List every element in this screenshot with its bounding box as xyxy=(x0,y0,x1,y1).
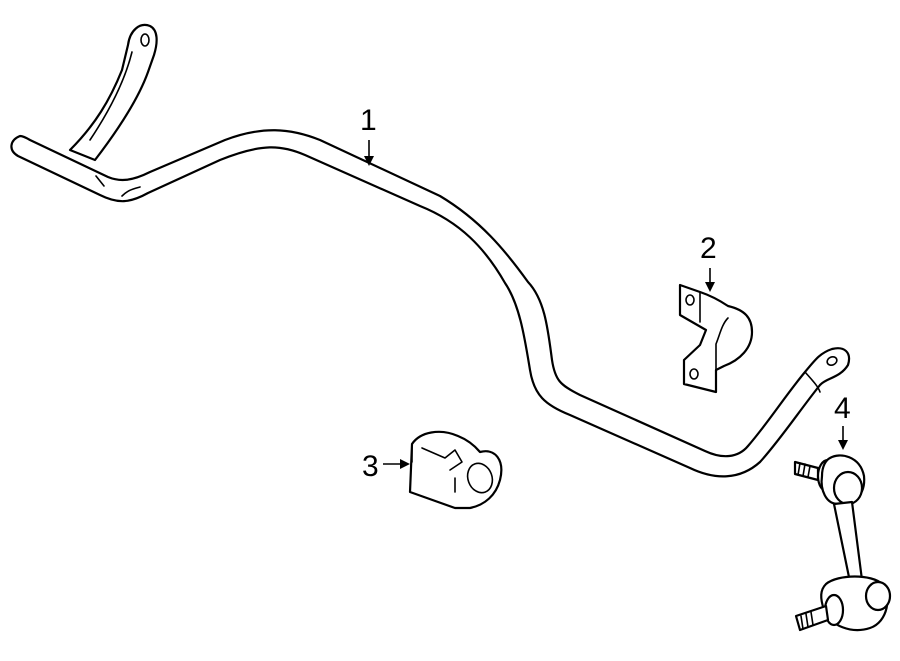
link-upper-thread xyxy=(797,462,811,478)
bushing-bore xyxy=(466,462,494,494)
callout-4: 4 xyxy=(834,392,851,450)
bushing-top xyxy=(411,443,463,471)
callout-1: 1 xyxy=(360,104,377,166)
stabilizer-bar[interactable] xyxy=(10,23,851,478)
callout-4-arrow xyxy=(838,440,848,450)
callout-3: 3 xyxy=(362,450,410,483)
callout-1-arrow xyxy=(364,156,374,166)
bushing-body xyxy=(408,430,503,510)
callout-3-arrow xyxy=(400,459,410,469)
bar-bend-lines xyxy=(95,175,141,197)
callout-1-label: 1 xyxy=(360,104,377,137)
link-lower-thread xyxy=(800,611,814,630)
bar-bend-lines-2 xyxy=(804,371,821,393)
bushing-bracket[interactable] xyxy=(678,283,754,394)
stabilizer-link[interactable] xyxy=(793,454,892,632)
callout-2: 2 xyxy=(700,232,717,292)
bar-left-arm-shade xyxy=(89,51,133,141)
bushing[interactable] xyxy=(408,430,503,510)
bracket-hole-lower xyxy=(689,368,699,380)
callout-4-label: 4 xyxy=(834,392,851,425)
callout-3-label: 3 xyxy=(362,450,379,483)
bar-right-eye xyxy=(826,356,838,366)
link-upper-cap xyxy=(832,470,864,506)
bracket-hole-upper xyxy=(685,294,695,306)
callout-2-arrow xyxy=(705,282,715,292)
link-shaft xyxy=(832,500,864,584)
link-lower-cap xyxy=(864,580,892,612)
bar-left-eye xyxy=(140,33,150,47)
callout-2-label: 2 xyxy=(700,232,717,265)
bracket-fold xyxy=(699,291,729,371)
bar-main xyxy=(10,129,851,478)
bracket-body xyxy=(678,283,754,394)
bar-left-arm xyxy=(68,23,158,162)
